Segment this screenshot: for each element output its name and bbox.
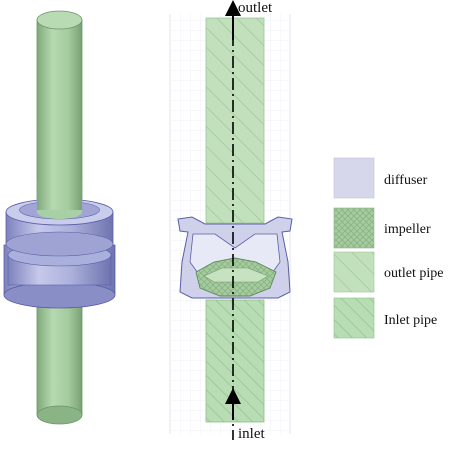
legend-swatch-outlet-pipe — [333, 251, 375, 293]
inlet-label: inlet — [238, 426, 265, 442]
diffuser-housing-3d — [3, 180, 116, 309]
outlet-pipe-section — [205, 17, 265, 224]
legend-swatch-impeller — [333, 207, 375, 249]
legend-label-outlet-pipe: outlet pipe — [384, 266, 444, 281]
legend-swatch-inlet-pipe — [333, 297, 375, 339]
legend-label-inlet-pipe: Inlet pipe — [384, 313, 437, 328]
shaft-top-end — [36, 10, 83, 30]
pump-section-view: outlet inlet — [169, 0, 293, 442]
legend-swatch-diffuser — [333, 157, 375, 199]
inlet-pipe-section — [205, 299, 265, 423]
outlet-label: outlet — [238, 0, 273, 16]
legend: diffuser impeller outlet pipe Inlet pipe — [333, 157, 444, 339]
legend-label-diffuser: diffuser — [384, 173, 428, 188]
shaft-bottom-end — [36, 405, 83, 425]
legend-label-impeller: impeller — [384, 222, 431, 237]
pump-3d-model — [3, 10, 116, 425]
